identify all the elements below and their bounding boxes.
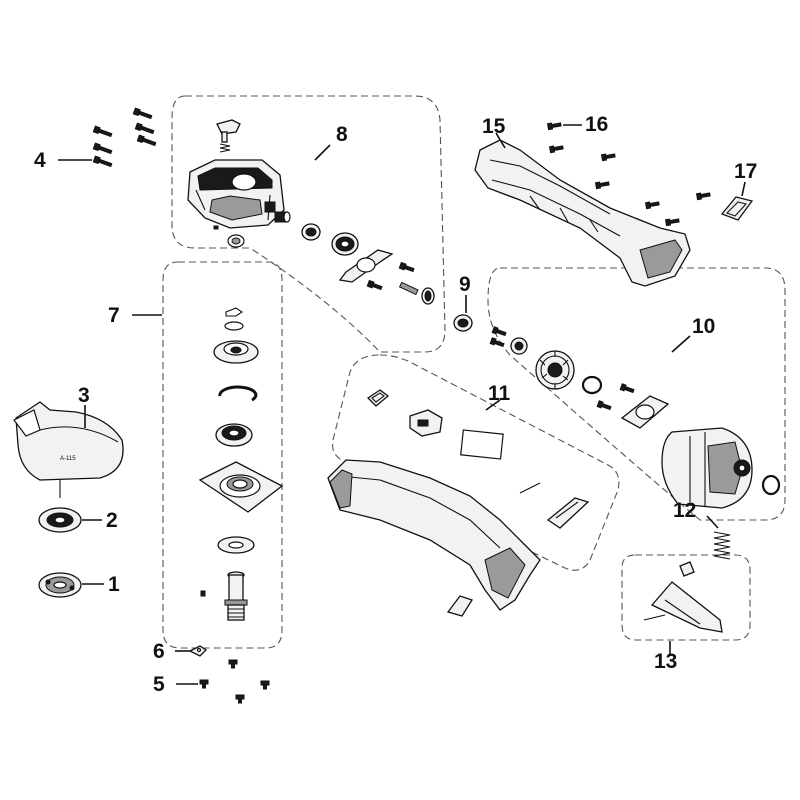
retaining-ring [218, 385, 258, 402]
spindle-bearing [215, 423, 253, 447]
leader-15 [495, 132, 506, 149]
leader-17 [741, 181, 746, 197]
gear-washer [510, 337, 528, 355]
screws-group-4 [92, 107, 157, 168]
label-plate-17 [720, 196, 754, 221]
motor-housing-half [474, 139, 691, 287]
guard-label: A-115 [60, 456, 76, 462]
leader-8 [314, 144, 331, 161]
callout-6: 6 [153, 640, 165, 663]
battery-latch [546, 497, 590, 529]
spindle-key [200, 590, 206, 597]
bearing-9 [453, 314, 473, 332]
motor-end-ring [761, 474, 781, 496]
spindle-clip [225, 307, 243, 317]
callout-1: 1 [108, 573, 120, 596]
spindle-shim [217, 536, 255, 554]
bushing [227, 234, 245, 248]
switch-slider [366, 389, 390, 407]
leader-10 [671, 335, 691, 353]
rear-housing-half [327, 459, 541, 611]
screws-group-16 [546, 122, 711, 227]
callout-9: 9 [459, 273, 471, 296]
bearing-plate [338, 249, 394, 283]
wheel-guard: A-115 [13, 401, 124, 481]
callout-12: 12 [673, 499, 696, 522]
small-pin [213, 225, 219, 230]
group-13-outline [621, 554, 751, 641]
insulation-pad [460, 429, 504, 460]
leader-12 [706, 515, 719, 529]
group-11-outline [331, 354, 620, 571]
callout-2: 2 [106, 509, 118, 532]
bearing-small [301, 223, 321, 241]
needle-bearing [274, 211, 291, 223]
inner-flange [38, 507, 82, 533]
outer-flange-nut [38, 572, 82, 598]
callout-16: 16 [585, 113, 608, 136]
callout-10: 10 [692, 315, 715, 338]
motor [661, 427, 753, 509]
spindle-gear [213, 340, 259, 364]
pinion-shaft [398, 281, 435, 305]
switch-module [409, 409, 443, 437]
callout-3: 3 [78, 384, 90, 407]
latch-assembly-13 [643, 561, 723, 633]
trigger-rod [519, 482, 541, 494]
screws-group-5 [199, 659, 270, 704]
spindle-washer [224, 321, 244, 331]
spindle-lock-button [216, 119, 241, 153]
motor-mount-plate [620, 395, 670, 429]
callout-13: 13 [654, 650, 677, 673]
callout-7: 7 [108, 304, 120, 327]
bearing-large [331, 232, 359, 256]
gear-head-housing [187, 159, 285, 229]
o-ring-seal [581, 375, 603, 395]
callout-8: 8 [336, 123, 348, 146]
callout-11: 11 [488, 382, 511, 405]
group-7-outline [162, 261, 283, 649]
callout-5: 5 [153, 673, 165, 696]
lock-washer-6 [188, 645, 208, 657]
group-10-outline [487, 267, 786, 521]
leader-11 [485, 399, 501, 411]
callout-17: 17 [734, 160, 757, 183]
motor-screws [489, 326, 635, 411]
plate-screws [366, 261, 415, 291]
callout-15: 15 [482, 115, 506, 138]
output-spindle [224, 571, 248, 621]
bearing-flange [198, 461, 284, 513]
group-8-outline [171, 95, 446, 353]
spring-12 [713, 531, 731, 560]
led-lens [446, 595, 473, 617]
callout-4: 4 [34, 149, 46, 172]
bevel-gear [535, 350, 575, 390]
